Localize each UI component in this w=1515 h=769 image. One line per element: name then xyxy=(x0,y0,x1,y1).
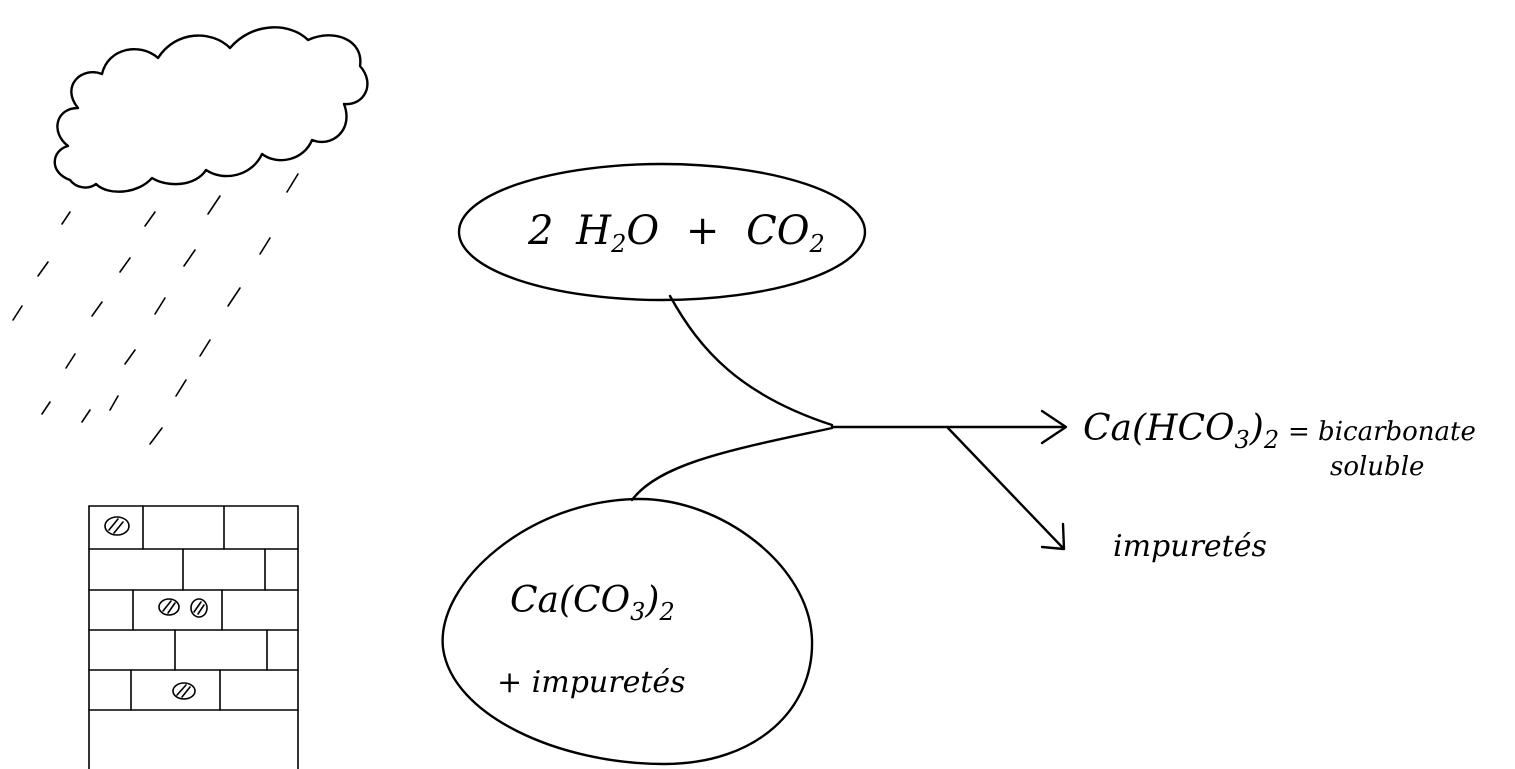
arrow-head-icon xyxy=(1040,522,1066,551)
limestone-blob xyxy=(441,497,814,766)
rain-drop xyxy=(12,305,23,321)
bicarbonate-formula: Ca(HCO3)2 xyxy=(1083,408,1279,454)
limestone-impurities: + impuretés xyxy=(497,665,686,700)
brick-wall-icon xyxy=(88,505,299,769)
water-co2-formula: 2 H2O + CO2 xyxy=(527,208,825,258)
rain-drop xyxy=(124,349,136,365)
soluble-label: soluble xyxy=(1330,452,1424,482)
rain-drop xyxy=(81,409,91,423)
rain-drop xyxy=(91,301,103,317)
arrow-head-icon xyxy=(1040,409,1068,445)
rain-drop xyxy=(175,379,187,397)
connector-top xyxy=(668,294,834,427)
rain-drop xyxy=(259,237,271,255)
rain-drop xyxy=(37,261,49,277)
rain-drop xyxy=(61,211,71,225)
stone-icon xyxy=(172,682,196,700)
rain-drop xyxy=(119,257,131,273)
rain-drop xyxy=(144,211,156,227)
rain-drop xyxy=(227,287,241,307)
rain-drop xyxy=(109,395,119,411)
bicarbonate-label: = bicarbonate xyxy=(1288,417,1476,447)
rain-drop xyxy=(286,173,299,193)
rain-drop xyxy=(199,339,211,357)
rain-drop xyxy=(149,427,163,445)
connector-bottom xyxy=(630,426,834,502)
rain-drop xyxy=(65,353,76,369)
rain-drop xyxy=(183,249,196,267)
rain-drop xyxy=(154,297,166,315)
water-co2-bubble xyxy=(457,162,867,302)
impurities-product-label: impuretés xyxy=(1113,529,1267,564)
limestone-formula: Ca(CO3)2 xyxy=(510,580,675,626)
stone-icon xyxy=(190,598,208,618)
rain-drop xyxy=(207,195,221,215)
stone-icon xyxy=(158,598,180,616)
stone-icon xyxy=(104,516,130,536)
rain-icon xyxy=(12,173,299,445)
cloud-icon xyxy=(53,26,369,193)
rain-drop xyxy=(41,401,51,415)
branch-arrow-line xyxy=(946,426,1065,550)
